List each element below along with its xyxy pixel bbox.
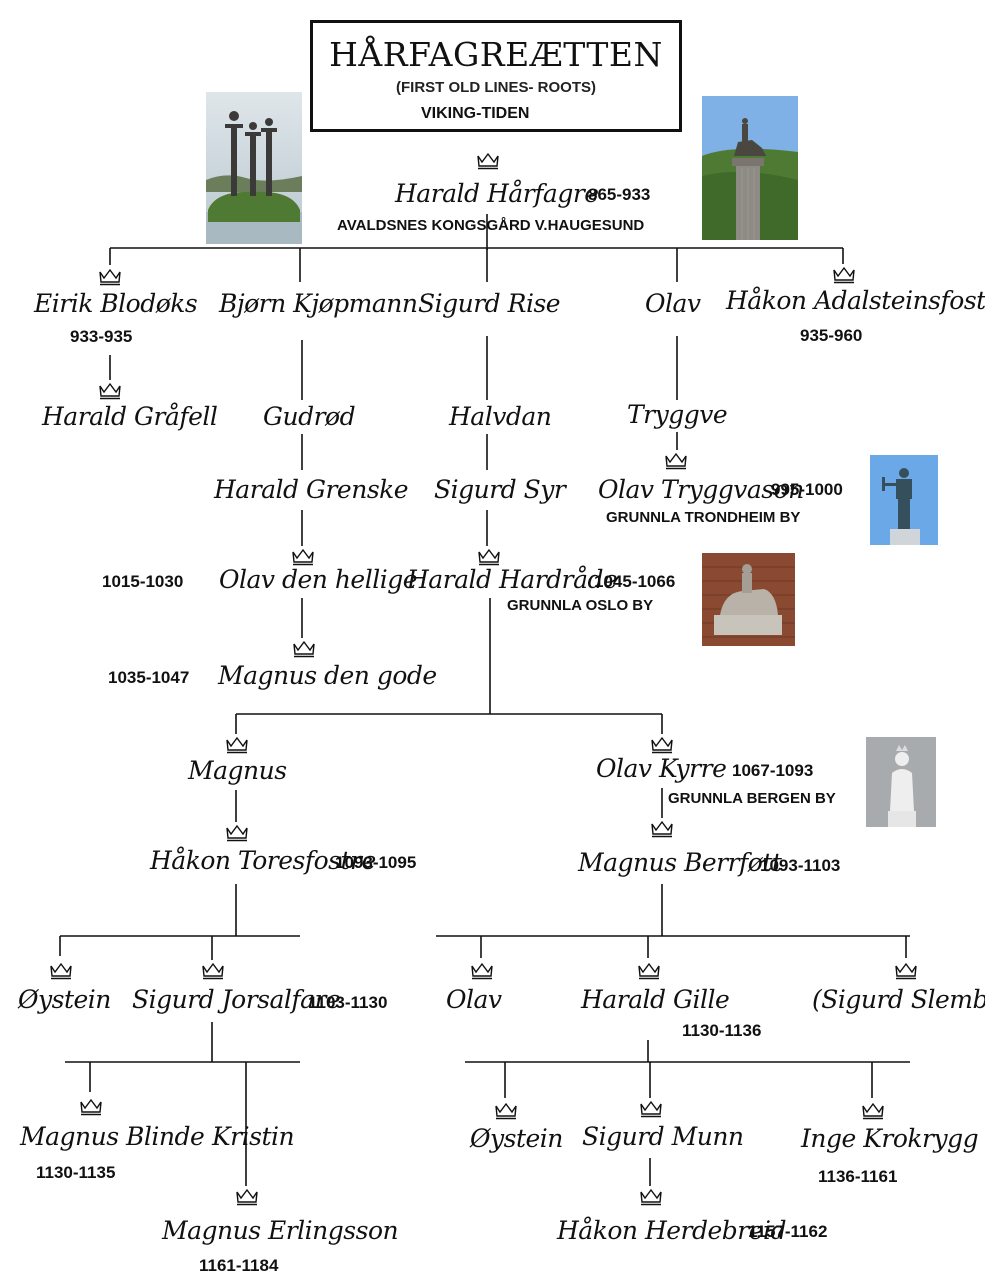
gen9-person: Kristin — [212, 1122, 295, 1151]
crown-icon — [293, 640, 315, 658]
gen9-person: Sigurd Munn — [582, 1122, 744, 1151]
crown-icon — [895, 962, 917, 980]
gen6-dates: 1067-1093 — [732, 761, 814, 780]
page-title: HÅRFAGREÆTTEN — [329, 35, 663, 74]
swords-in-rock-photo — [206, 92, 302, 244]
gen8-person: Olav — [446, 985, 502, 1014]
title-box: HÅRFAGREÆTTEN (FIRST OLD LINES- ROOTS) V… — [310, 20, 682, 132]
crown-icon — [651, 736, 673, 754]
gen4-dates: 1015-1030 — [102, 572, 184, 591]
gen9-dates: 1130-1135 — [36, 1163, 116, 1182]
crown-icon — [862, 1102, 884, 1120]
gen2-person: Gudrød — [263, 402, 356, 431]
gen7-dates: 1093-1095 — [335, 853, 417, 872]
crown-icon — [226, 824, 248, 842]
era-label: VIKING-TIDEN — [421, 105, 530, 122]
crown-icon — [202, 962, 224, 980]
harald-hardrade-relief-photo — [702, 553, 795, 646]
gen5-dates: 1035-1047 — [108, 668, 190, 687]
crown-icon — [478, 548, 500, 566]
olav-kyrre-statue-photo — [866, 737, 936, 827]
gen5-person: Magnus den gode — [218, 661, 437, 690]
root-name: Harald Hårfagre — [395, 179, 599, 208]
crown-icon — [236, 1188, 258, 1206]
gen1-person: Eirik Blodøks — [34, 289, 198, 318]
gen1-person: Sigurd Rise — [418, 289, 561, 318]
gen8-person: Sigurd Jorsalfare — [132, 985, 341, 1014]
crown-icon — [99, 382, 121, 400]
root-note: AVALDSNES KONGSGÅRD V.HAUGESUND — [337, 217, 645, 234]
page-subtitle: (FIRST OLD LINES- ROOTS) — [396, 79, 596, 96]
gen8-person: Øystein — [18, 985, 111, 1014]
crown-icon — [640, 1100, 662, 1118]
crown-icon — [651, 820, 673, 838]
gen3-person: Sigurd Syr — [434, 475, 566, 504]
gen9-person: Magnus Blinde — [20, 1122, 205, 1151]
crown-icon — [665, 452, 687, 470]
gen1-dates: 935-960 — [800, 326, 863, 345]
gen3-person: Harald Grenske — [214, 475, 409, 504]
crown-icon — [50, 962, 72, 980]
gen3-dates: 995-1000 — [771, 480, 843, 499]
gen7-person: Magnus Berrføtt — [578, 848, 782, 877]
root-dates: 865-933 — [588, 185, 651, 204]
crown-icon — [495, 1102, 517, 1120]
gen10-dates: 1157-1162 — [748, 1222, 828, 1241]
crown-icon — [292, 548, 314, 566]
gen10-dates: 1161-1184 — [199, 1256, 279, 1275]
gen2-person: Tryggve — [627, 400, 728, 429]
gen1-person: Håkon Adalsteinsfostre — [726, 286, 985, 315]
crown-icon — [99, 268, 121, 286]
gen4-person: Harald Hardråde — [407, 565, 618, 594]
gen6-person: Olav Kyrre — [596, 754, 727, 783]
gen1-dates: 933-935 — [70, 327, 133, 346]
gen8-dates: 1103-1130 — [308, 993, 388, 1012]
gen3-person: Olav Tryggvason — [598, 475, 804, 504]
gen9-person: Inge Krokrygg — [801, 1124, 979, 1153]
gen7-person: Håkon Toresfostre — [150, 846, 376, 875]
gen4-note: GRUNNLA OSLO BY — [507, 597, 654, 614]
crown-icon — [638, 962, 660, 980]
gen4-person: Olav den hellige — [219, 565, 418, 594]
crown-icon — [226, 736, 248, 754]
gen1-person: Bjørn Kjøpmann — [219, 289, 418, 318]
crown-icon — [640, 1188, 662, 1206]
gen7-dates: 1093-1103 — [760, 856, 841, 875]
olav-tryggvason-statue-photo — [870, 455, 938, 545]
gen10-person: Magnus Erlingsson — [162, 1216, 399, 1245]
crown-icon — [471, 962, 493, 980]
gen8-person: (Sigurd Slembe) — [812, 985, 985, 1014]
gen1-person: Olav — [645, 289, 701, 318]
gen2-person: Halvdan — [449, 402, 552, 431]
gen8-dates: 1130-1136 — [682, 1021, 762, 1040]
gen6-person: Magnus — [188, 756, 287, 785]
gen8-person: Harald Gille — [581, 985, 730, 1014]
gen10-person: Håkon Herdebreid — [557, 1216, 787, 1245]
statue-column-photo — [702, 96, 798, 240]
gen9-dates: 1136-1161 — [818, 1167, 898, 1186]
crown-icon — [477, 152, 499, 170]
gen6-note: GRUNNLA BERGEN BY — [668, 790, 836, 807]
gen9-person: Øystein — [470, 1124, 563, 1153]
crown-icon — [80, 1098, 102, 1116]
gen3-note: GRUNNLA TRONDHEIM BY — [606, 509, 801, 526]
gen4-dates: 1045-1066 — [594, 572, 676, 591]
gen2-person: Harald Gråfell — [42, 402, 218, 431]
crown-icon — [833, 266, 855, 284]
